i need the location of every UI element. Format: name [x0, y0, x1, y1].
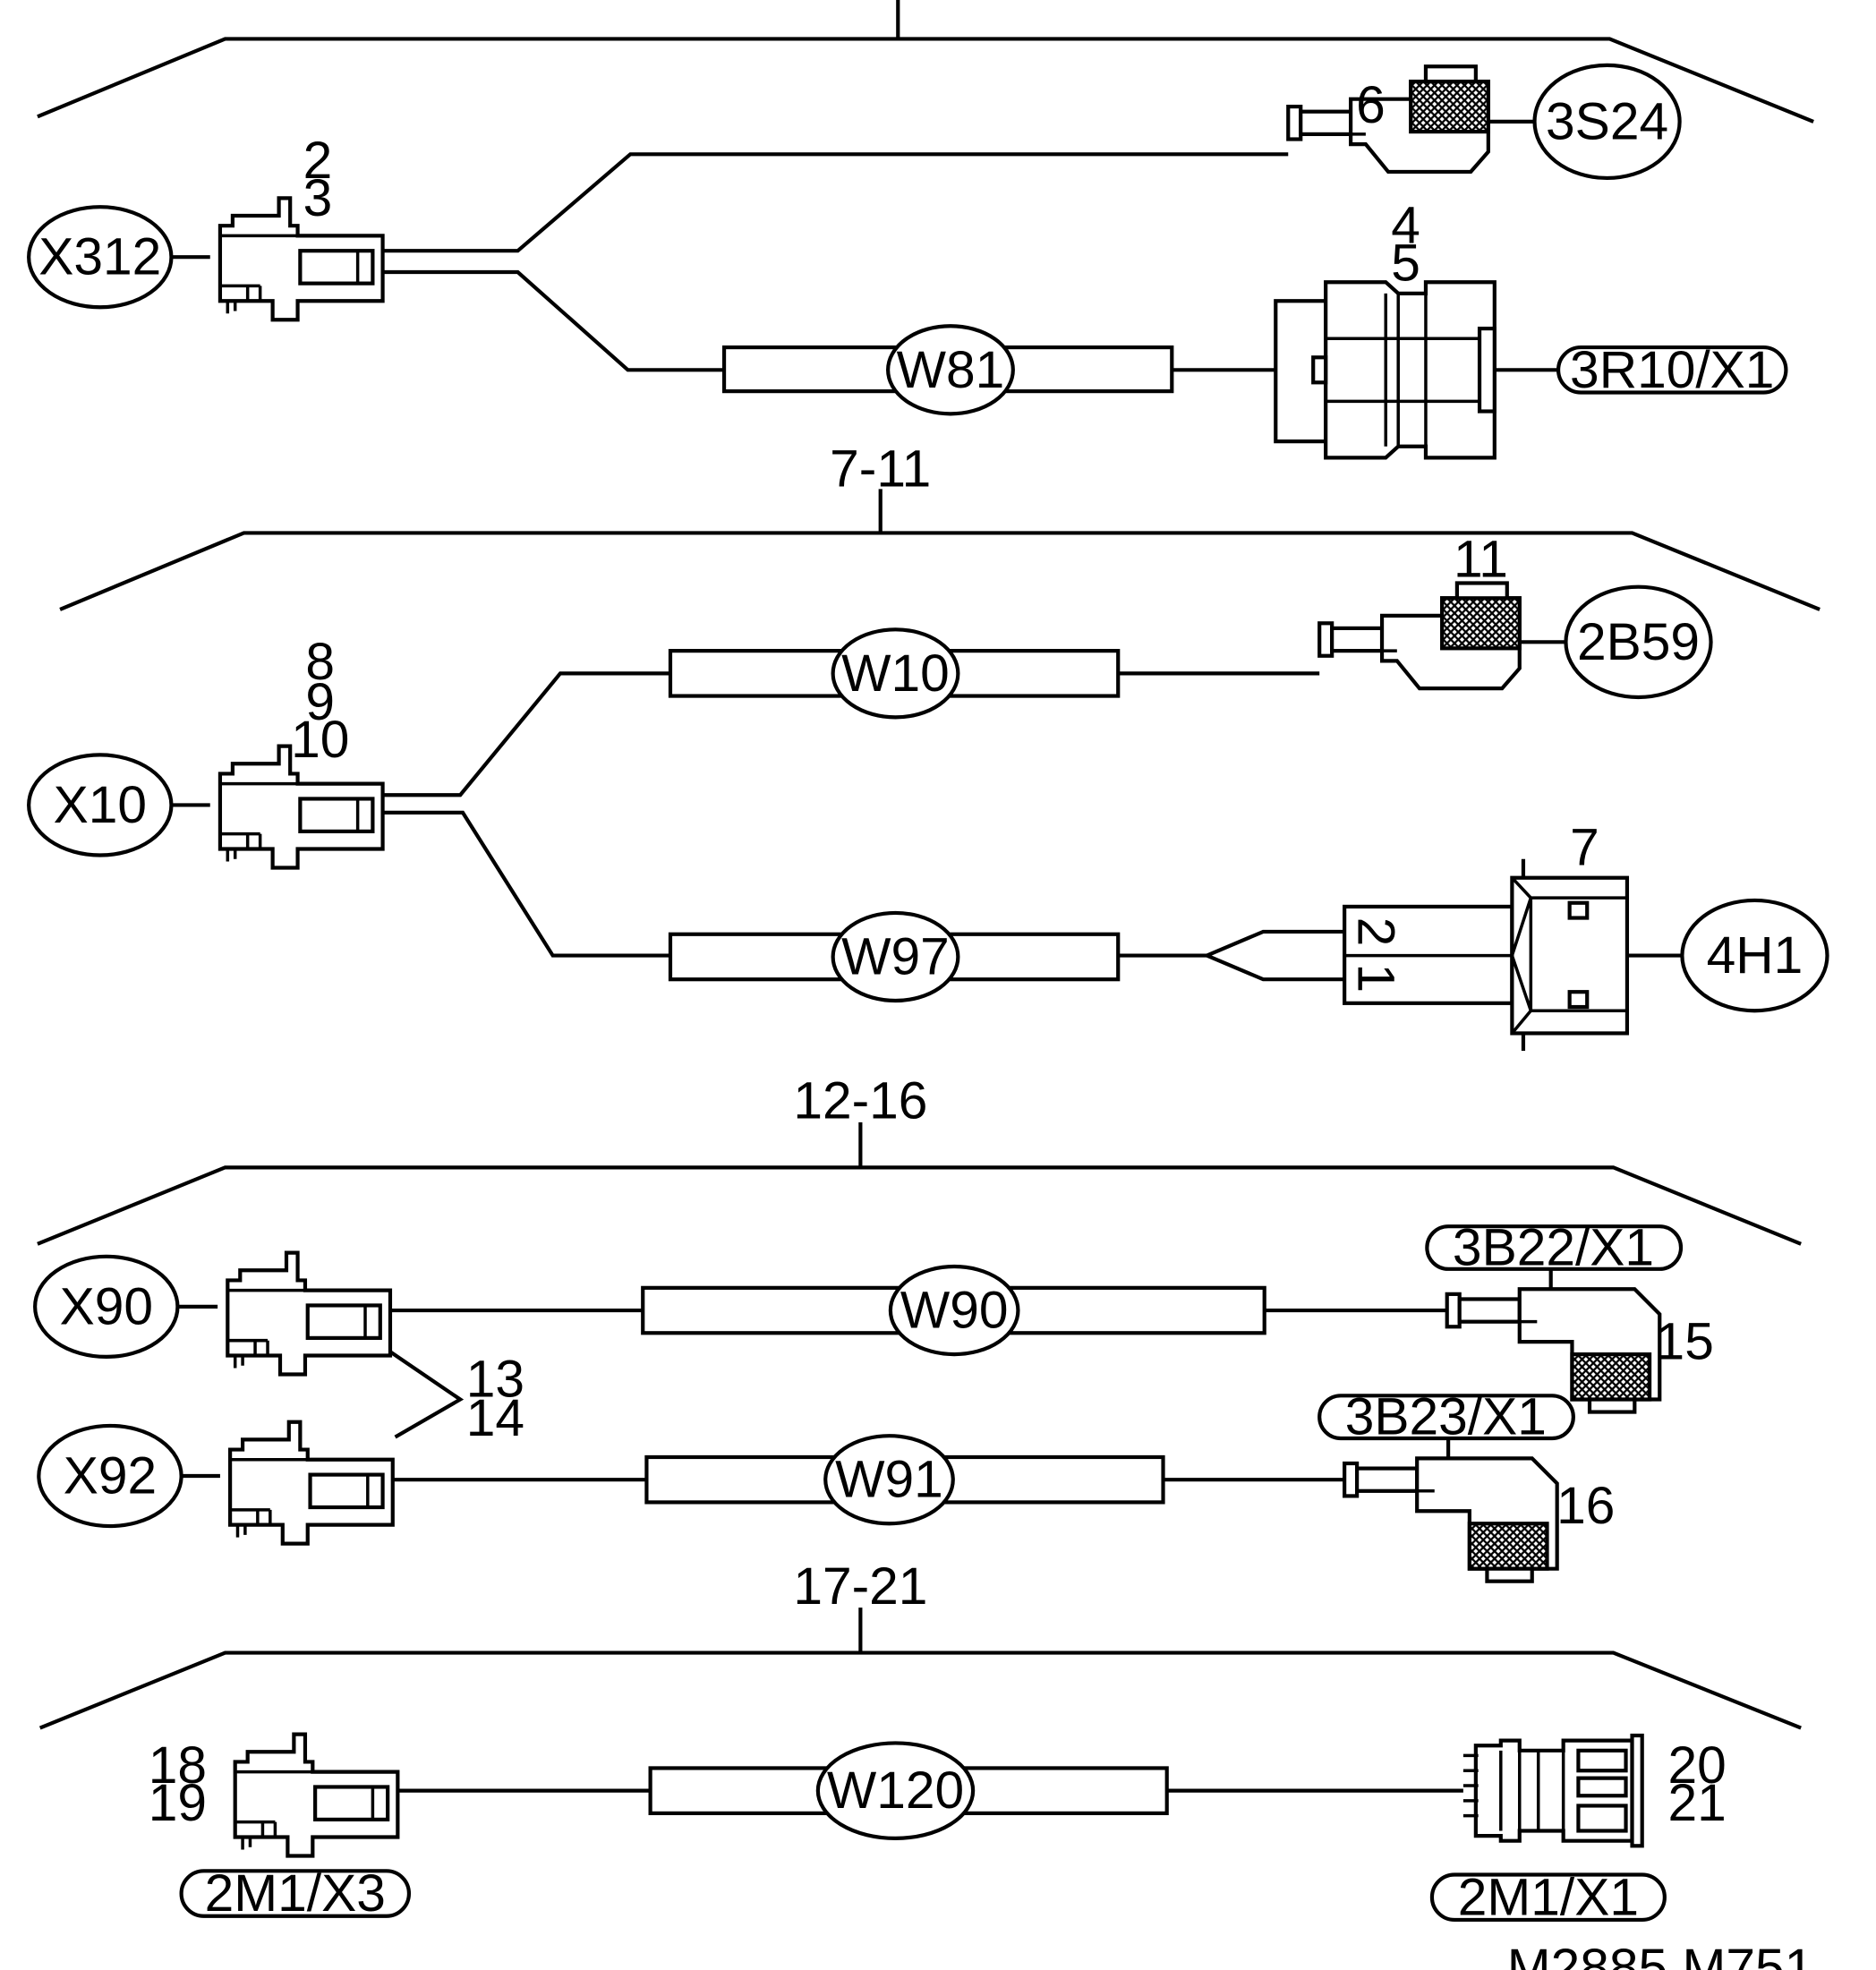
section-1: 2 3 X312 6 3S24 W81 4 5 3R10/X1	[27, 0, 1814, 460]
position-label: 11	[1454, 530, 1508, 588]
connector-2m1-x1-callout	[1429, 1872, 1667, 1923]
position-label: 21	[1668, 1774, 1727, 1832]
position-label: 2	[303, 132, 333, 190]
position-label: 20	[1668, 1736, 1727, 1795]
position-label: 13	[466, 1351, 524, 1409]
position-label: 9	[305, 673, 335, 731]
connector-3b23-x1-label: 3B23/X1	[1345, 1388, 1547, 1446]
harness-w81-label: W81	[897, 341, 1005, 399]
section-4: 17-21 18 19 2M1/X3 W120 20 21 2M1/X1	[38, 1557, 1802, 1926]
connector-x312-label: X312	[38, 228, 161, 286]
section-title: 7-11	[830, 439, 931, 498]
connector-2m1-x1-label: 2M1/X1	[1458, 1868, 1639, 1926]
harness-w10-callout	[831, 627, 960, 720]
connector-3b23-x1-callout	[1317, 1394, 1575, 1441]
connector-4h1-label: 4H1	[1707, 926, 1804, 985]
connector-2m1-x3-callout	[179, 1869, 412, 1918]
position-label: 15	[1656, 1313, 1714, 1371]
harness-w10-label: W10	[841, 644, 950, 703]
connector-x10-label: X10	[54, 776, 147, 834]
connector-x90-label: X90	[60, 1277, 153, 1335]
harness-w120-label: W120	[827, 1761, 964, 1820]
section-2: 7-11 8 9 10 X10 W10 11 2B59 W97	[27, 439, 1829, 1052]
connector-3s24-plug	[1288, 66, 1488, 172]
connector-3r10-x1-label: 3R10/X1	[1570, 341, 1774, 399]
position-label: 8	[305, 633, 335, 691]
harness-w90-callout	[888, 1264, 1020, 1357]
position-label: 3	[303, 169, 333, 227]
connector-3r10-x1-plug	[1274, 280, 1497, 460]
connector-x90-plug	[227, 1253, 390, 1375]
position-label: 18	[149, 1736, 207, 1795]
page-reference: M2885 M751	[1507, 1939, 1813, 1970]
harness-w91-callout	[823, 1434, 955, 1526]
connector-2b59-plug	[1319, 583, 1520, 688]
connector-2m1-x1-plug	[1462, 1733, 1644, 1848]
harness-w120-callout	[815, 1741, 976, 1840]
position-label: 7	[1570, 819, 1599, 877]
position-label: 5	[1391, 235, 1420, 293]
connector-2b59-callout	[1564, 584, 1713, 700]
connector-3b22-x1-label: 3B22/X1	[1453, 1218, 1654, 1276]
harness-w97-callout	[831, 910, 960, 1003]
section-title: 17-21	[793, 1557, 927, 1616]
pin-label: 1	[1347, 963, 1405, 993]
position-label: 6	[1356, 76, 1386, 134]
connector-4h1-plug: 2 1	[1206, 858, 1630, 1052]
position-label: 16	[1556, 1477, 1615, 1535]
connector-3r10-x1-callout	[1556, 345, 1788, 395]
connector-2b59-label: 2B59	[1577, 613, 1700, 671]
connector-2m1-x3-plug	[235, 1735, 398, 1856]
position-label: 4	[1391, 197, 1420, 255]
connector-3s24-callout	[1532, 63, 1682, 181]
harness-w81-callout	[886, 324, 1015, 416]
position-label: 14	[466, 1389, 524, 1447]
position-label: 19	[149, 1774, 207, 1832]
connector-x92-plug	[230, 1422, 393, 1544]
connector-2m1-x3-label: 2M1/X3	[205, 1864, 386, 1923]
harness-w97-label: W97	[841, 927, 950, 985]
connector-3b22-x1-callout	[1425, 1224, 1684, 1271]
section-title: 12-16	[793, 1072, 927, 1130]
connector-x92-label: X92	[64, 1446, 157, 1505]
section-3: 12-16 X90 X92 13 14 W90 3B22/X1 15 W91	[33, 1072, 1802, 1582]
pin-label: 2	[1347, 917, 1405, 947]
harness-w91-label: W91	[835, 1451, 943, 1509]
connector-x312-plug	[220, 198, 383, 320]
connector-4h1-callout	[1680, 898, 1829, 1013]
harness-w90-label: W90	[900, 1282, 1009, 1340]
position-label: 10	[291, 711, 349, 769]
connector-3s24-label: 3S24	[1546, 92, 1668, 150]
connector-3b23-x1-plug	[1344, 1458, 1557, 1581]
